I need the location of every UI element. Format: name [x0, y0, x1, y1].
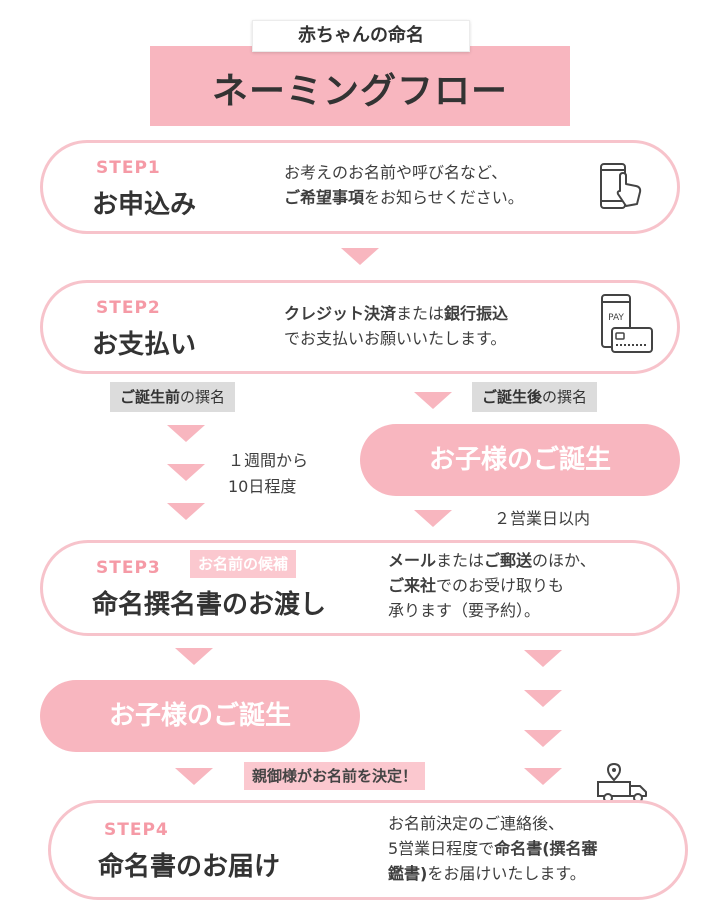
- arrow-down-right-3: [524, 650, 562, 667]
- after-birth-tag-bold: ご誕生後: [482, 388, 543, 406]
- after-birth-tag-rest: の撰名: [542, 388, 588, 406]
- step1-card: [40, 140, 680, 234]
- before-birth-tag-bold: ご誕生前: [120, 388, 181, 406]
- arrow-down-right-5: [524, 730, 562, 747]
- arrow-down-right-4: [524, 690, 562, 707]
- step3-desc-bold3: ご来社: [388, 576, 437, 595]
- after-birth-tag: ご誕生後の撰名: [472, 382, 598, 412]
- pay-icon-text: PAY: [608, 313, 624, 323]
- step3-desc-bold1: メール: [388, 551, 437, 570]
- step3-title: 命名撰名書のお渡し: [92, 590, 327, 620]
- step1-label: STEP1: [96, 158, 161, 178]
- step4-desc-bold1: 命名書(撰名審: [494, 839, 598, 858]
- before-birth-tag-rest: の撰名: [180, 388, 226, 406]
- step2-label: STEP2: [96, 298, 161, 318]
- step3-description: メールまたはご郵送のほか、 ご来社でのお受け取りも 承ります（要予約）。: [388, 548, 596, 623]
- step3-card: [40, 540, 680, 636]
- step4-card: [48, 800, 688, 900]
- arrow-down-right-1: [414, 392, 452, 409]
- arrow-down-right-6: [524, 768, 562, 785]
- step3-desc-mid: または: [436, 551, 485, 570]
- step4-description: お名前決定のご連絡後、 5営業日程度で命名書(撰名審 鑑書)をお届けいたします。: [388, 811, 598, 886]
- step1-desc-line1: お考えのお名前や呼び名など、: [284, 163, 508, 182]
- step2-desc-line1: クレジット決済または銀行振込: [284, 301, 508, 326]
- step3-desc-rest2: でのお受け取りも: [436, 576, 565, 595]
- delivery-truck-icon: [597, 762, 647, 803]
- before-birth-duration: １週間から 10日程度: [228, 448, 308, 500]
- step4-desc-rest2: をお届けいたします。: [427, 864, 586, 883]
- payment-card-icon: PAY: [601, 294, 653, 353]
- step3-desc-bold2: ご郵送: [484, 551, 533, 570]
- header-subtitle-box: [252, 20, 470, 52]
- before-birth-tag: ご誕生前の撰名: [110, 382, 236, 412]
- step4-desc-rest1: 5営業日程度で: [388, 839, 495, 858]
- arrow-down-right-2: [414, 510, 452, 527]
- step3-desc-rest1: のほか、: [532, 551, 596, 570]
- birth-pill-left: お子様のご誕生: [40, 680, 360, 752]
- header-title-box: [150, 46, 570, 126]
- step3-desc-line3: 承ります（要予約）。: [388, 601, 541, 620]
- birth-pill-right: お子様のご誕生: [360, 424, 680, 496]
- step3-desc-line2: ご来社でのお受け取りも: [388, 573, 596, 598]
- step2-desc-bold2: 銀行振込: [444, 304, 509, 323]
- step2-card: [40, 280, 680, 374]
- step4-desc-line3: 鑑書)をお届けいたします。: [388, 861, 598, 886]
- step1-desc-line2: ご希望事項をお知らせください。: [284, 185, 524, 210]
- step4-label: STEP4: [104, 820, 169, 840]
- smartphone-tap-icon: [600, 163, 642, 209]
- before-birth-duration-line2: 10日程度: [228, 477, 297, 496]
- step3-label: STEP3: [96, 558, 161, 578]
- step1-title: お申込み: [92, 190, 197, 220]
- step2-desc-bold1: クレジット決済: [284, 304, 397, 323]
- step2-title: お支払い: [92, 330, 197, 360]
- step2-desc-line2: でお支払いお願いいたします。: [284, 329, 507, 348]
- before-birth-duration-line1: １週間から: [228, 451, 309, 470]
- parents-decide-tag: 親御様がお名前を決定！: [244, 762, 426, 790]
- page-title: ネーミングフロー: [211, 71, 508, 112]
- arrow-down-left-1: [167, 425, 205, 442]
- arrow-down-1: [341, 248, 379, 265]
- step2-desc-mid: または: [396, 304, 445, 323]
- step4-title: 命名書のお届け: [98, 852, 281, 882]
- after-birth-duration: ２営業日以内: [494, 509, 591, 528]
- arrow-down-left-5: [175, 768, 213, 785]
- arrow-down-left-3: [167, 503, 205, 520]
- step1-desc-bold: ご希望事項: [284, 188, 365, 207]
- step3-candidate-tag: お名前の候補: [190, 550, 297, 578]
- step4-desc-line1: お名前決定のご連絡後、: [388, 814, 565, 833]
- header-subtitle: 赤ちゃんの命名: [298, 25, 424, 46]
- step4-desc-bold2: 鑑書): [388, 864, 428, 883]
- step4-desc-line2: 5営業日程度で命名書(撰名審: [388, 836, 598, 861]
- step2-description: クレジット決済または銀行振込 でお支払いお願いいたします。: [284, 301, 508, 351]
- step1-desc-rest: をお知らせください。: [364, 188, 524, 207]
- arrow-down-left-4: [175, 648, 213, 665]
- step1-description: お考えのお名前や呼び名など、 ご希望事項をお知らせください。: [284, 160, 524, 210]
- arrow-down-left-2: [167, 464, 205, 481]
- step3-desc-line1: メールまたはご郵送のほか、: [388, 548, 596, 573]
